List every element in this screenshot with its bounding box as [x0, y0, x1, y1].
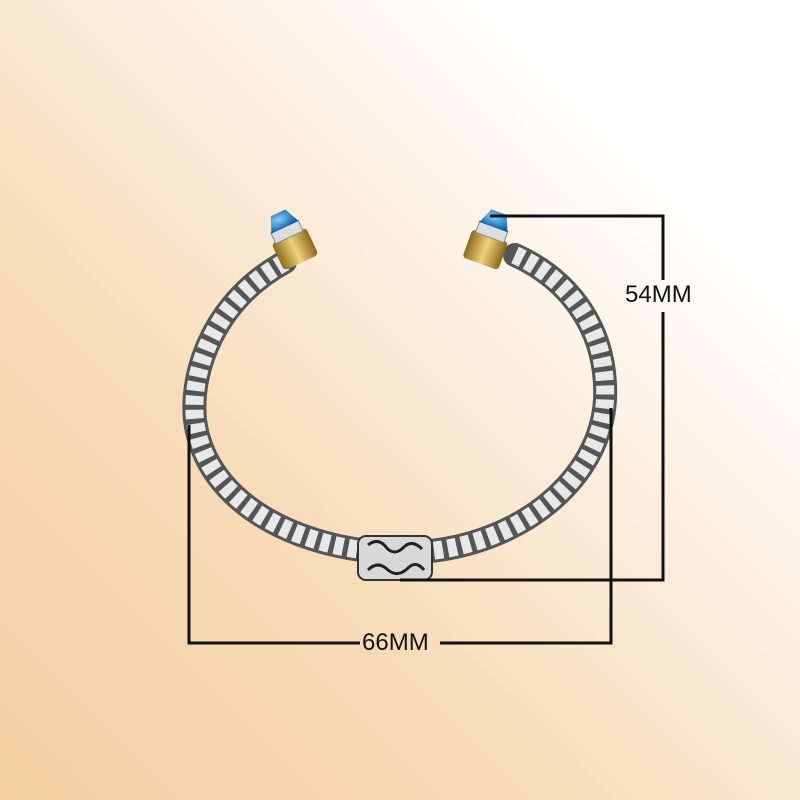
cuff-band: [182, 243, 618, 564]
height-label: 54MM: [625, 281, 692, 308]
left-gem: [270, 209, 299, 234]
height-dimension-line: [400, 214, 665, 582]
width-label: 66MM: [362, 629, 429, 656]
width-dimension-line: [187, 408, 613, 645]
center-ornament: [357, 535, 433, 581]
left-end-cap: [270, 209, 318, 270]
